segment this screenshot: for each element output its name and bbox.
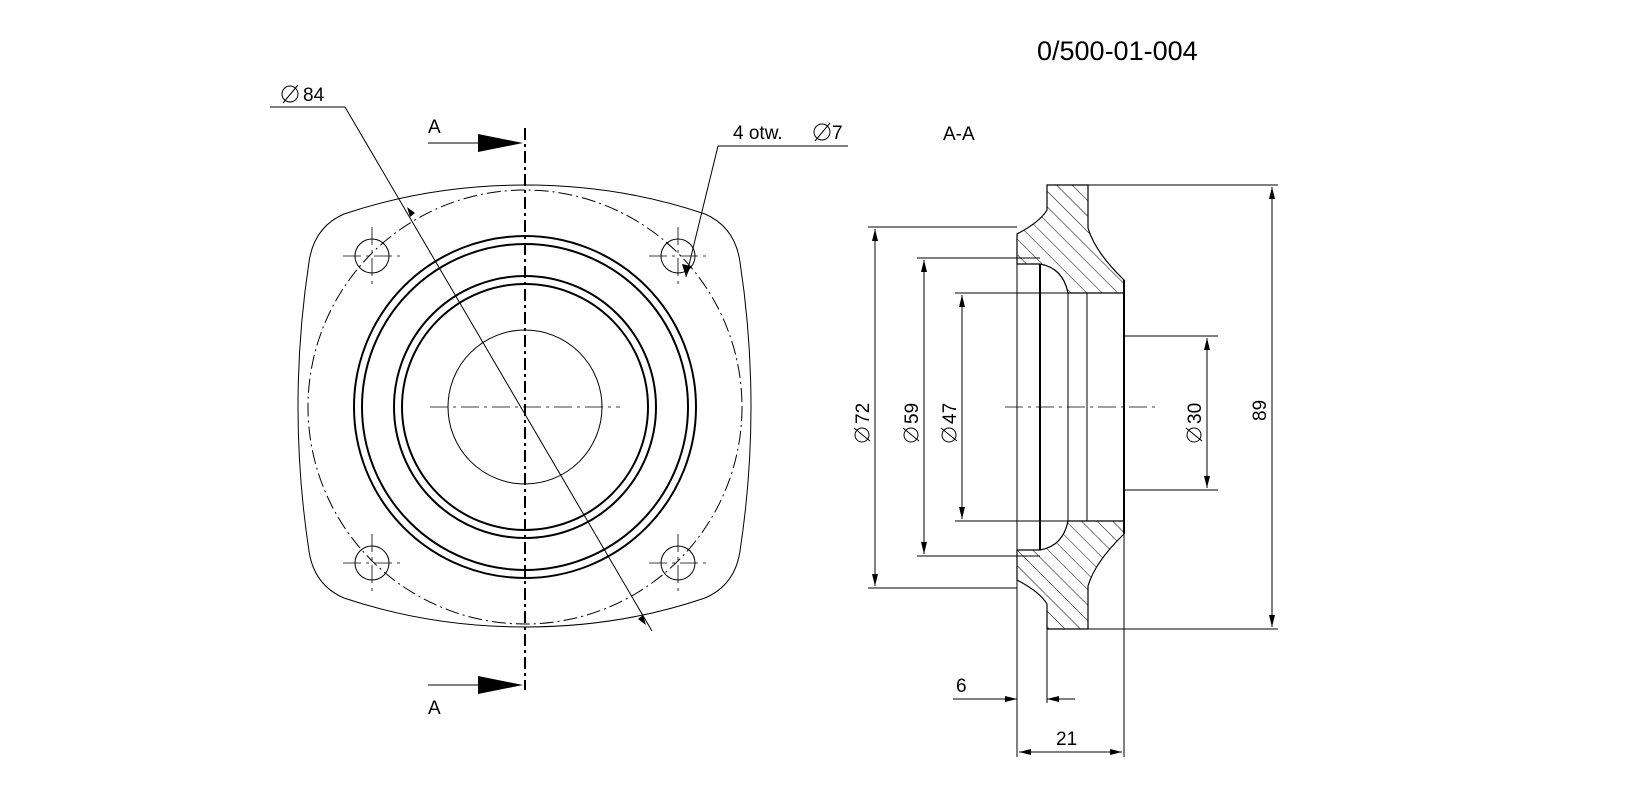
dimension-d84 — [270, 106, 653, 632]
section-label-bottom: A — [428, 698, 441, 719]
section-material-upper — [1016, 184, 1125, 336]
section-label-top: A — [428, 117, 441, 138]
section-title: A-A — [943, 124, 975, 145]
label-d47: 47 — [940, 403, 961, 443]
dimension-holes — [682, 145, 848, 278]
bolt-circle — [307, 189, 743, 625]
diameter-symbol-d7 — [813, 122, 831, 142]
dimension-label-d84: 84 — [303, 85, 325, 106]
front-view: A A 84 4 otw. 7 — [270, 84, 848, 719]
flange-outline — [297, 184, 752, 628]
label-89: 89 — [1250, 400, 1271, 421]
section-view: A-A — [853, 124, 1278, 757]
section-arrow-bottom — [428, 676, 523, 694]
dimension-label-d59: 59 — [902, 403, 923, 424]
bolt-hole-bottom-right — [649, 534, 707, 592]
label-d72: 72 — [853, 403, 874, 443]
section-material-lower — [1016, 520, 1125, 630]
dimension-label-6: 6 — [956, 676, 967, 697]
label-d59: 59 — [902, 403, 923, 443]
dimension-label-d72: 72 — [853, 403, 874, 424]
dimension-label-d30: 30 — [1185, 403, 1206, 424]
bolt-hole-top-left — [343, 227, 401, 285]
bolt-hole-bottom-left — [343, 534, 401, 592]
hole-diameter-label: 7 — [832, 123, 843, 144]
bolt-hole-top-right — [649, 227, 707, 285]
holes-count-label: 4 otw. — [733, 123, 783, 144]
section-arrow-top — [428, 134, 523, 152]
dimension-label-d47: 47 — [940, 403, 961, 424]
drawing-number: 0/500-01-004 — [1037, 36, 1198, 66]
dimension-label-89: 89 — [1250, 400, 1271, 421]
diameter-symbol-d84 — [281, 84, 299, 104]
dimension-label-21: 21 — [1056, 729, 1077, 750]
label-d30: 30 — [1185, 403, 1206, 443]
